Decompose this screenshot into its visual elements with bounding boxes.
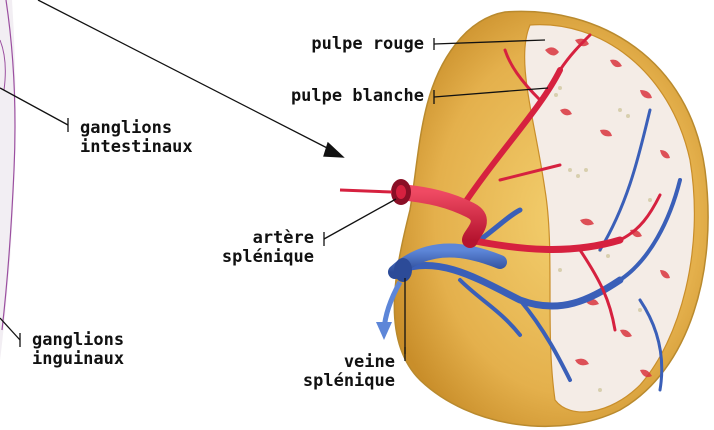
label-ganglions-intestinaux: ganglions intestinaux xyxy=(80,119,193,157)
label-ganglions-inguinaux: ganglions inguinaux xyxy=(32,331,124,369)
body-silhouette xyxy=(0,0,16,360)
label-artere-splenique: artère splénique xyxy=(214,229,314,267)
label-pulpe-blanche: pulpe blanche xyxy=(254,87,424,106)
label-pulpe-rouge: pulpe rouge xyxy=(284,35,424,54)
label-veine-splenique: veine splénique xyxy=(290,353,395,391)
